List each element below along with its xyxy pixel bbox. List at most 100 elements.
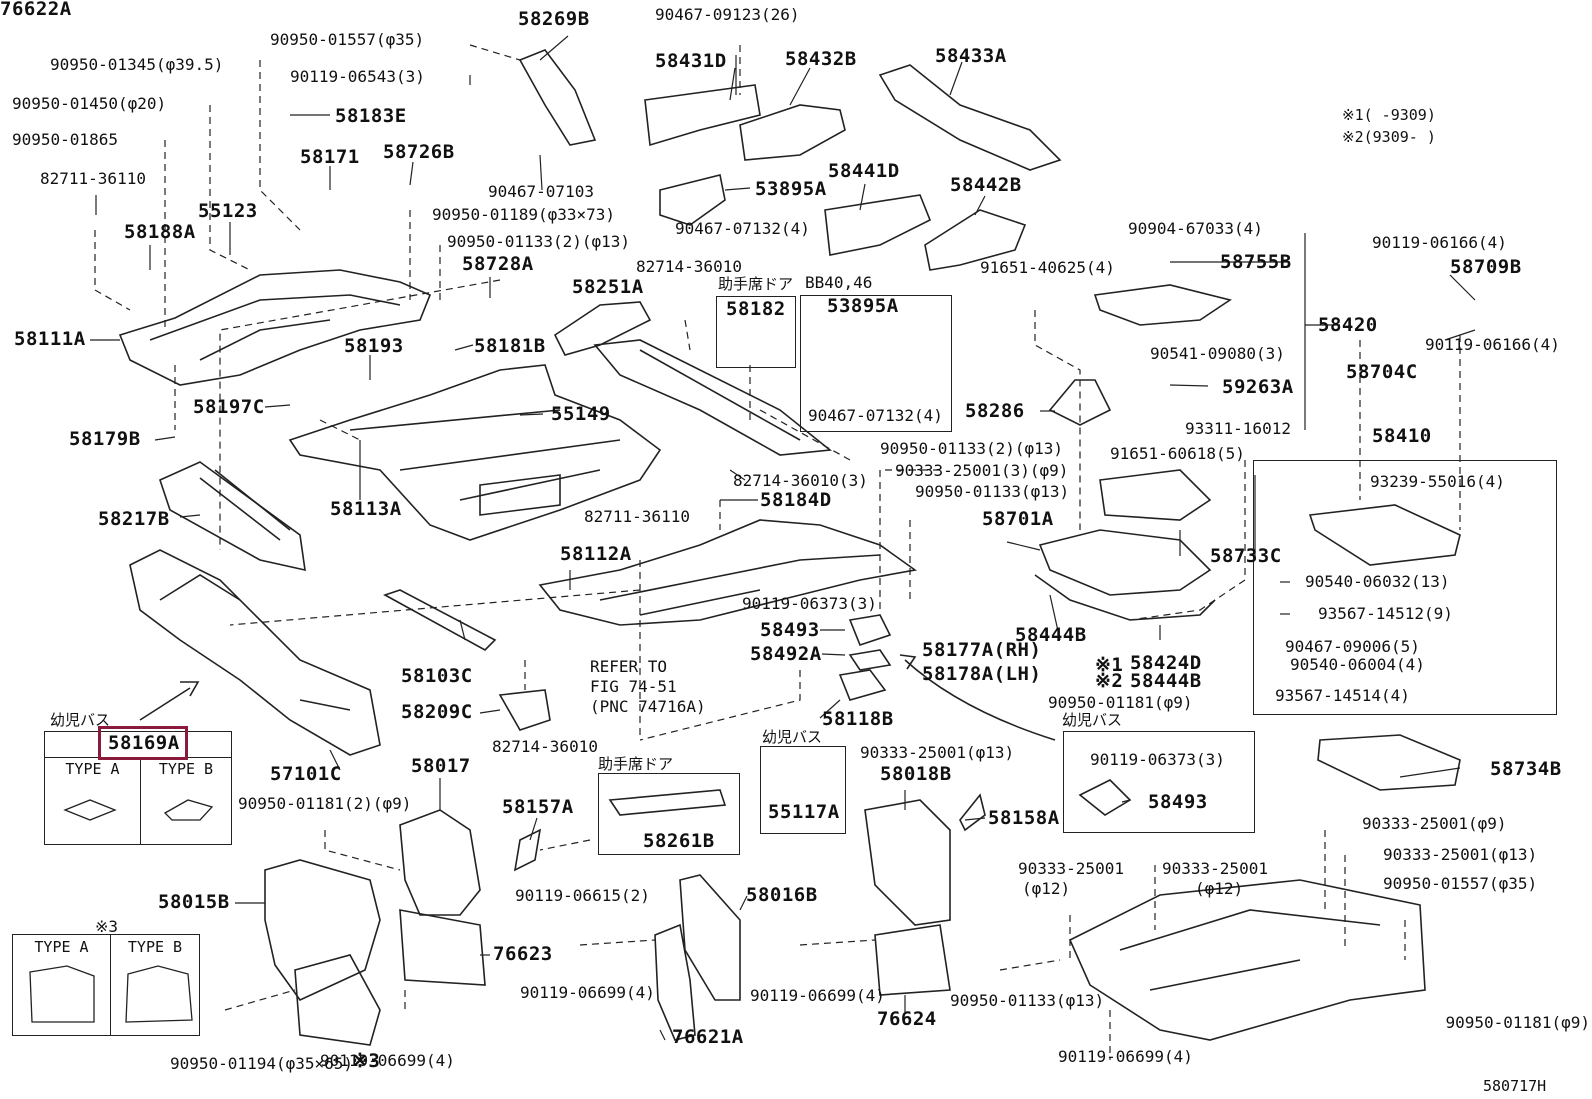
part-label-11[interactable]: 58171 <box>300 146 360 168</box>
part-label-98[interactable]: 58157A <box>502 796 574 818</box>
part-label-54[interactable]: 90950-01133(φ13) <box>915 482 1070 501</box>
part-label-113[interactable]: 76623 <box>493 943 553 965</box>
part-label-106[interactable]: (φ12) <box>1022 879 1071 898</box>
part-label-65[interactable]: 93567-14512(9) <box>1318 604 1453 623</box>
part-label-97[interactable]: 90950-01181(2)(φ9) <box>238 794 412 813</box>
part-label-4[interactable]: 90119-06543(3) <box>290 67 425 86</box>
part-label-50[interactable]: 90950-01133(2)(φ13) <box>880 439 1064 458</box>
part-label-93[interactable]: 58017 <box>411 755 471 777</box>
part-label-21[interactable]: 90467-07132(4) <box>675 219 810 238</box>
part-label-34[interactable]: 53895A <box>827 295 899 317</box>
part-label-73[interactable]: ※1 <box>1095 654 1124 676</box>
part-label-118[interactable]: 76624 <box>877 1008 937 1030</box>
part-label-6[interactable]: 58432B <box>785 48 857 70</box>
part-label-96[interactable]: 58493 <box>1148 791 1208 813</box>
part-label-35[interactable]: 58420 <box>1318 314 1378 336</box>
part-label-17[interactable]: 58441D <box>828 160 900 182</box>
part-label-36[interactable]: 58111A <box>14 328 86 350</box>
part-label-83[interactable]: 58209C <box>401 701 473 723</box>
part-label-23[interactable]: 90904-67033(4) <box>1128 219 1263 238</box>
part-label-111[interactable]: 90950-01557(φ35) <box>1383 874 1538 893</box>
part-label-53[interactable]: 82714-36010(3) <box>733 471 868 490</box>
part-label-119[interactable]: 90119-06699(4) <box>1058 1047 1193 1066</box>
part-label-77[interactable]: FIG 74-51 <box>590 677 677 696</box>
part-label-19[interactable]: 58188A <box>124 221 196 243</box>
part-label-2[interactable]: 90950-01557(φ35) <box>270 30 425 49</box>
part-label-68[interactable]: 58177A(RH) <box>922 639 1042 661</box>
part-label-81[interactable]: (PNC 74716A) <box>590 697 706 716</box>
part-label-57[interactable]: 58184D <box>760 489 832 511</box>
part-label-26[interactable]: 82714-36010 <box>636 257 742 276</box>
part-label-64[interactable]: 90119-06373(3) <box>742 594 877 613</box>
part-label-44[interactable]: 55149 <box>551 403 611 425</box>
part-label-48[interactable]: 58410 <box>1372 425 1432 447</box>
part-label-120[interactable]: 90950-01194(φ35×65) <box>170 1054 354 1073</box>
part-label-80[interactable]: 93567-14514(4) <box>1275 686 1410 705</box>
part-label-110[interactable]: 58016B <box>746 884 818 906</box>
part-label-75[interactable]: 90540-06004(4) <box>1290 655 1425 674</box>
part-label-84[interactable]: 58118B <box>822 708 894 730</box>
part-label-15[interactable]: 55123 <box>198 200 258 222</box>
part-label-95[interactable]: 58018B <box>880 763 952 785</box>
part-label-62[interactable]: 58733C <box>1210 545 1282 567</box>
part-label-58169A[interactable]: 58169A <box>108 732 180 754</box>
part-label-0[interactable]: 58269B <box>518 8 590 30</box>
part-label-32[interactable]: 58251A <box>572 276 644 298</box>
part-label-58[interactable]: 58217B <box>98 508 170 530</box>
part-label-46[interactable]: 58286 <box>965 400 1025 422</box>
part-label-38[interactable]: 58181B <box>474 335 546 357</box>
part-label-56[interactable]: 58113A <box>330 498 402 520</box>
part-label-94[interactable]: 57101C <box>270 763 342 785</box>
part-label-104[interactable]: 90333-25001 <box>1018 859 1124 878</box>
part-label-92[interactable]: 助手席ドア <box>598 755 674 773</box>
part-label-82[interactable]: 90950-01181(φ9) <box>1048 693 1193 712</box>
part-label-109[interactable]: 90119-06615(2) <box>515 886 650 905</box>
part-label-1[interactable]: 90467-09123(26) <box>655 5 800 24</box>
part-label-18[interactable]: 58442B <box>950 174 1022 196</box>
part-label-114[interactable]: 90950-01133(φ13) <box>950 991 1105 1010</box>
part-label-10[interactable]: 90950-01865 <box>12 130 118 149</box>
part-label-9[interactable]: 58183E <box>335 105 407 127</box>
part-label-52[interactable]: 90333-25001(3)(φ9) <box>895 461 1069 480</box>
part-label-27[interactable]: 58755B <box>1220 251 1292 273</box>
part-label-8[interactable]: 90950-01450(φ20) <box>12 94 167 113</box>
part-label-47[interactable]: 93311-16012 <box>1185 419 1291 438</box>
part-label-55[interactable]: 93239-55016(4) <box>1370 472 1505 491</box>
part-label-49[interactable]: 58179B <box>69 428 141 450</box>
part-label-20[interactable]: 90950-01189(φ33×73) <box>432 205 616 224</box>
part-label-60[interactable]: 58701A <box>982 508 1054 530</box>
part-label-43[interactable]: 58197C <box>193 396 265 418</box>
part-label-86[interactable]: 幼児バス <box>1062 711 1123 729</box>
part-label-59[interactable]: 82711-36110 <box>584 507 690 526</box>
part-label-61[interactable]: 58112A <box>560 543 632 565</box>
part-label-51[interactable]: 91651-60618(5) <box>1110 444 1245 463</box>
part-label-12[interactable]: 58726B <box>383 141 455 163</box>
part-label-74[interactable]: 58424D <box>1130 652 1202 674</box>
part-label-88[interactable]: 90333-25001(φ13) <box>860 743 1015 762</box>
part-label-90[interactable]: 幼児バス <box>762 728 823 746</box>
part-label-3[interactable]: 90950-01345(φ39.5) <box>50 55 224 74</box>
part-label-42[interactable]: 59263A <box>1222 376 1294 398</box>
part-label-14[interactable]: 82711-36110 <box>40 169 146 188</box>
part-label-121[interactable]: 90119-06699(4) <box>320 1051 455 1070</box>
part-label-122[interactable]: ※3 <box>352 1050 381 1072</box>
part-label-37[interactable]: 58193 <box>344 335 404 357</box>
part-label-39[interactable]: 90541-09080(3) <box>1150 344 1285 363</box>
part-label-91[interactable]: 58734B <box>1490 758 1562 780</box>
part-label-87[interactable]: 82714-36010 <box>492 737 598 756</box>
part-label-71[interactable]: 58492A <box>750 643 822 665</box>
part-label-25[interactable]: 58728A <box>462 253 534 275</box>
part-label-31[interactable]: BB40,46 <box>805 273 873 292</box>
part-label-40[interactable]: 90119-06166(4) <box>1425 335 1560 354</box>
part-label-100[interactable]: 58158A <box>988 807 1060 829</box>
part-label-16[interactable]: 53895A <box>755 178 827 200</box>
part-label-123[interactable]: 76621A <box>672 1026 744 1048</box>
part-label-22[interactable]: 90950-01133(2)(φ13) <box>447 232 631 251</box>
part-label-116[interactable]: 90119-06699(4) <box>750 986 885 1005</box>
part-label-69[interactable]: 90467-09006(5) <box>1285 637 1420 656</box>
part-label-102[interactable]: 90333-25001(φ9) <box>1362 814 1507 833</box>
part-label-5[interactable]: 58431D <box>655 50 727 72</box>
part-label-85[interactable]: 幼児バス <box>50 711 111 729</box>
part-label-115[interactable]: 90119-06699(4) <box>520 983 655 1002</box>
part-label-105[interactable]: 90333-25001 <box>1162 859 1268 878</box>
